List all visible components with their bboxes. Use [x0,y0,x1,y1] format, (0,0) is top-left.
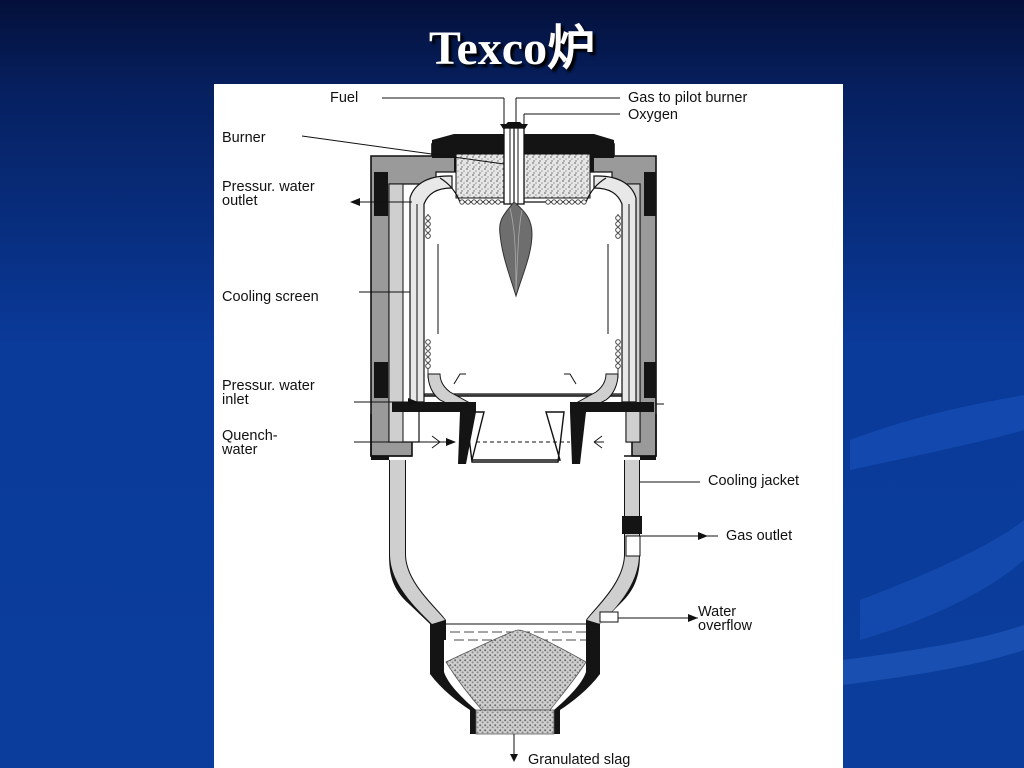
label-gas-outlet: Gas outlet [726,528,792,544]
outer-shell [370,134,657,457]
label-pressur-water-inlet-line2: inlet [222,392,249,408]
label-burner: Burner [222,130,266,146]
gasifier-schematic: Fuel Gas to pilot burner Oxygen Burner P… [221,90,799,768]
texaco-gasifier-diagram: Fuel Gas to pilot burner Oxygen Burner P… [214,84,843,768]
label-water-overflow-line2: overflow [698,618,753,634]
quench-vessel [370,414,657,735]
slide-title: Texco炉 [428,22,596,75]
label-fuel: Fuel [330,90,358,106]
cooling-screen [409,175,637,403]
label-quench-water-line2: water [221,442,258,458]
label-quench-water-line1: Quench- [222,428,278,444]
label-oxygen: Oxygen [628,107,678,123]
burner-assembly [439,122,607,298]
leader-lines [301,97,718,756]
label-pressur-water-outlet-line1: Pressur. water [222,179,315,195]
arrowheads [350,122,708,762]
label-water-overflow-line1: Water [698,604,736,620]
label-granulated-slag: Granulated slag [528,752,630,768]
label-cooling-jacket: Cooling jacket [708,473,799,489]
diagram-labels: Fuel Gas to pilot burner Oxygen Burner P… [221,90,799,768]
outlet-cone [392,373,654,464]
label-pressur-water-outlet-line2: outlet [222,193,257,209]
label-cooling-screen: Cooling screen [222,289,319,305]
label-pressur-water-inlet-line1: Pressur. water [222,378,315,394]
label-gas-to-pilot-burner: Gas to pilot burner [628,90,747,106]
